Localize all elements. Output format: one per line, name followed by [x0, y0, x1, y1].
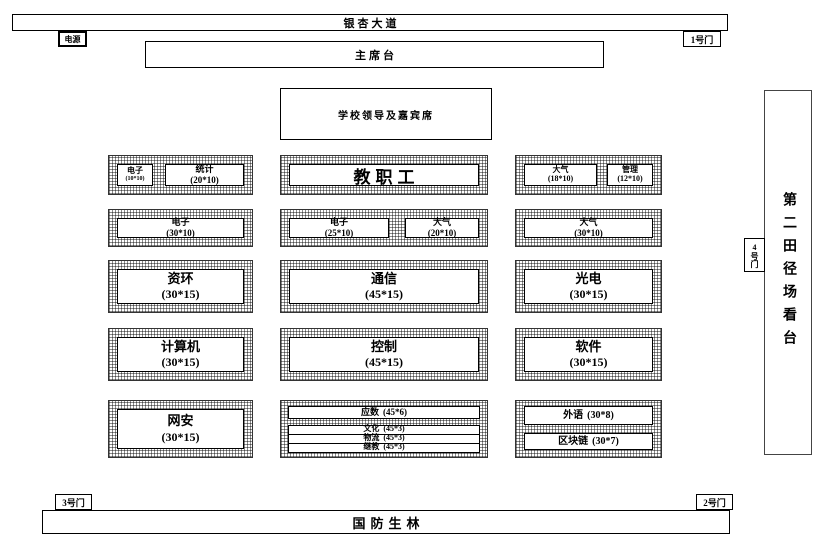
zone-tongxin: 通信 (45*15)	[289, 269, 479, 304]
grandstand-box: 第二田径场看台	[764, 90, 812, 455]
zone-row4-left-stand: 计算机 (30*15)	[108, 328, 253, 381]
vip-seats-box: 学校领导及嘉宾席	[280, 88, 492, 140]
podium-bar: 主席台	[145, 41, 604, 68]
zone-name: 应数	[360, 407, 379, 417]
zone-dianzi-25: 电子 (25*10)	[289, 217, 389, 238]
zone-size: (45*15)	[365, 287, 403, 302]
zone-size: (30*8)	[587, 409, 614, 421]
zone-size: (45*3)	[383, 424, 405, 434]
zone-size: (45*6)	[383, 407, 407, 417]
zone-row5-right-stand: 外语 (30*8) 区块链 (30*7)	[515, 400, 662, 458]
zone-size: (30*15)	[161, 355, 200, 370]
zone-size: (20*10)	[427, 228, 457, 238]
zone-size: (30*15)	[161, 429, 200, 444]
gate-1-label: 1号门	[690, 34, 714, 45]
zone-name: 光电	[575, 270, 602, 286]
zone-name: 管理	[622, 165, 638, 175]
zone-waiyu: 外语 (30*8)	[524, 406, 653, 425]
zone-size: (18*10)	[547, 174, 574, 183]
zone-guanli: 管理 (12*10)	[607, 164, 653, 186]
zone-guangdian: 光电 (30*15)	[524, 269, 653, 304]
gate-3-box: 3号门	[55, 494, 92, 510]
zone-row1-left-stand: 电子 (10*10) 统计 (20*10)	[108, 155, 253, 195]
zone-name: 文化	[363, 424, 380, 434]
gate-1-box: 1号门	[683, 31, 721, 47]
zone-name: 大气	[552, 165, 569, 175]
zone-row1-center-stand: 教职工	[280, 155, 488, 195]
zone-name: 控制	[370, 338, 397, 354]
zone-name: 继教	[363, 442, 380, 452]
gate-2-label: 2号门	[703, 497, 726, 508]
power-box: 电源	[58, 31, 87, 47]
zone-wangan: 网安 (30*15)	[117, 409, 244, 449]
zone-size: (45*3)	[383, 442, 405, 452]
zone-jisuanji: 计算机 (30*15)	[117, 337, 244, 372]
zone-qukuailian: 区块链 (30*7)	[524, 433, 653, 450]
zone-row3-left-stand: 资环 (30*15)	[108, 260, 253, 313]
zone-row2-left-stand: 电子 (30*10)	[108, 209, 253, 247]
zone-size: (30*7)	[592, 435, 619, 447]
zone-size: (30*10)	[166, 228, 195, 238]
zone-name: 区块链	[558, 435, 589, 447]
zone-kongzhi: 控制 (45*15)	[289, 337, 479, 372]
top-road-bar: 银杏大道	[12, 14, 728, 31]
zone-size: (45*3)	[383, 433, 405, 443]
zone-row4-center-stand: 控制 (45*15)	[280, 328, 488, 381]
power-label: 电源	[64, 34, 81, 44]
zone-size: (30*15)	[161, 287, 200, 302]
zone-name: 软件	[575, 338, 602, 354]
zone-size: (30*15)	[569, 287, 608, 302]
zone-name: 大气	[432, 217, 451, 228]
zone-yingshu: 应数 (45*6)	[288, 406, 480, 419]
zone-name: 电子	[171, 217, 190, 228]
grandstand-label: 第二田径场看台	[781, 192, 796, 353]
zone-name: 电子	[127, 166, 143, 176]
zone-row4-right-stand: 软件 (30*15)	[515, 328, 662, 381]
gate-4-label: 4号门	[750, 242, 759, 268]
zone-size: (45*15)	[365, 355, 403, 370]
zone-name: 外语	[563, 409, 584, 421]
vip-seats-label: 学校领导及嘉宾席	[338, 110, 434, 122]
zone-zihuan: 资环 (30*15)	[117, 269, 244, 304]
zone-row3-right-stand: 光电 (30*15)	[515, 260, 662, 313]
zone-name: 教职工	[353, 167, 420, 187]
zone-size: (25*10)	[324, 228, 354, 238]
zone-row2-right-stand: 大气 (30*10)	[515, 209, 662, 247]
zone-size: (30*15)	[569, 355, 608, 370]
zone-tongji: 统计 (20*10)	[165, 164, 244, 186]
zone-dianzi-small: 电子 (10*10)	[117, 164, 153, 186]
zone-size: (20*10)	[190, 175, 219, 185]
zone-name: 电子	[329, 217, 348, 228]
zone-size: (30*10)	[574, 228, 603, 238]
zone-jijiao: 继教 (45*3)	[288, 443, 480, 453]
zone-name: 通信	[370, 270, 397, 286]
zone-size: (10*10)	[125, 176, 145, 183]
gate-2-box: 2号门	[696, 494, 733, 510]
zone-name: 大气	[579, 217, 598, 228]
bottom-road-label: 国防生林	[352, 515, 425, 531]
zone-row5-left-stand: 网安 (30*15)	[108, 400, 253, 458]
gate-3-label: 3号门	[62, 497, 85, 508]
top-road-label: 银杏大道	[343, 17, 400, 30]
zone-size: (12*10)	[617, 174, 643, 183]
podium-label: 主席台	[355, 49, 397, 62]
zone-ruanjian: 软件 (30*15)	[524, 337, 653, 372]
zone-name: 统计	[195, 164, 214, 175]
zone-daqi-20: 大气 (20*10)	[405, 217, 479, 238]
zone-name: 资环	[167, 270, 194, 286]
zone-staff: 教职工	[289, 164, 479, 187]
zone-row5-center-stand: 应数 (45*6) 文化 (45*3) 物流 (45*3) 继教 (45*3)	[280, 400, 488, 458]
zone-daqi-18: 大气 (18*10)	[524, 164, 597, 186]
zone-row1-right-stand: 大气 (18*10) 管理 (12*10)	[515, 155, 662, 195]
zone-daqi-30: 大气 (30*10)	[524, 217, 653, 238]
zone-row2-center-stand: 电子 (25*10) 大气 (20*10)	[280, 209, 488, 247]
zone-row3-center-stand: 通信 (45*15)	[280, 260, 488, 313]
zone-name: 网安	[167, 413, 194, 429]
bottom-road-bar: 国防生林	[42, 510, 730, 534]
zone-name: 计算机	[160, 338, 200, 354]
zone-name: 物流	[363, 433, 380, 443]
gate-4-box: 4号门	[744, 238, 765, 272]
zone-dianzi-30: 电子 (30*10)	[117, 217, 244, 238]
